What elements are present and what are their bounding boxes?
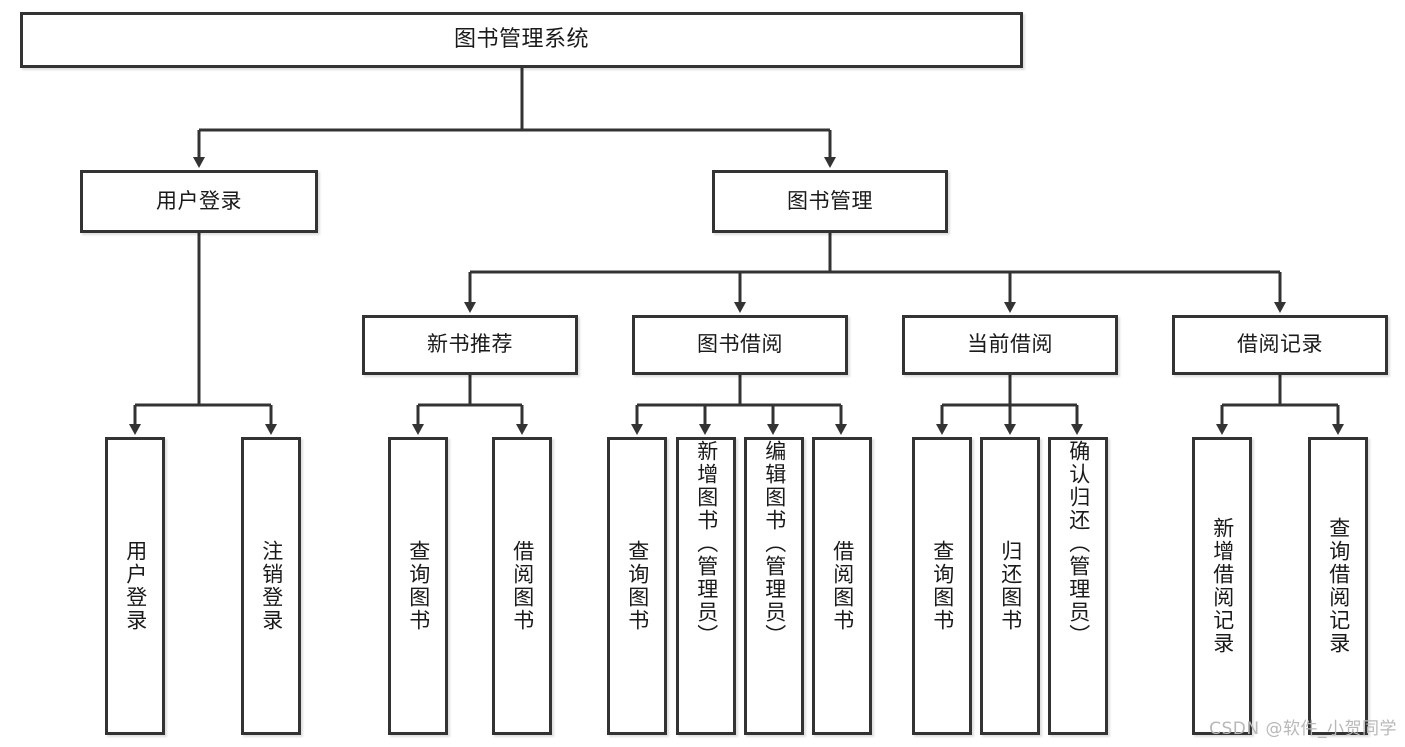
node-label: 用户登录 bbox=[123, 540, 148, 632]
node-label: 新书推荐 bbox=[427, 332, 513, 357]
node-label: 查询图书 bbox=[930, 540, 955, 632]
node-book-management[interactable]: 图书管理 bbox=[712, 170, 948, 233]
node-label: 查询图书 bbox=[406, 540, 431, 632]
node-label: 当前借阅 bbox=[967, 332, 1053, 357]
leaf-borrow-add-book-admin[interactable]: 新增图书（管理员） bbox=[676, 437, 736, 735]
node-label: 图书管理系统 bbox=[453, 26, 589, 52]
node-label: 查询图书 bbox=[625, 540, 650, 632]
leaf-borrow-query-book[interactable]: 查询图书 bbox=[607, 437, 667, 735]
leaf-current-return-book[interactable]: 归还图书 bbox=[980, 437, 1040, 735]
node-label: 注销登录 bbox=[259, 540, 284, 632]
node-label: 图书借阅 bbox=[697, 332, 783, 357]
node-label: 借阅图书 bbox=[830, 540, 855, 632]
leaf-newbook-borrow-book[interactable]: 借阅图书 bbox=[492, 437, 552, 735]
node-borrow-record[interactable]: 借阅记录 bbox=[1172, 315, 1388, 375]
node-label: 新增图书（管理员） bbox=[694, 440, 719, 647]
node-label: 借阅记录 bbox=[1237, 332, 1323, 357]
watermark-text: CSDN @软件_小贺同学 bbox=[1209, 719, 1397, 739]
node-label: 用户登录 bbox=[156, 188, 242, 213]
leaf-record-add-record[interactable]: 新增借阅记录 bbox=[1192, 437, 1252, 735]
node-label: 新增借阅记录 bbox=[1210, 517, 1235, 655]
leaf-current-query-book[interactable]: 查询图书 bbox=[912, 437, 972, 735]
node-book-borrow[interactable]: 图书借阅 bbox=[632, 315, 848, 375]
leaf-borrow-borrow-book[interactable]: 借阅图书 bbox=[812, 437, 872, 735]
node-label: 图书管理 bbox=[787, 188, 873, 213]
node-label: 确认归还（管理员） bbox=[1066, 440, 1091, 647]
leaf-logout[interactable]: 注销登录 bbox=[241, 437, 301, 735]
leaf-newbook-query-book[interactable]: 查询图书 bbox=[388, 437, 448, 735]
leaf-current-confirm-return-admin[interactable]: 确认归还（管理员） bbox=[1048, 437, 1108, 735]
node-label: 归还图书 bbox=[998, 540, 1023, 632]
node-user-login[interactable]: 用户登录 bbox=[80, 170, 318, 233]
node-new-book-recommend[interactable]: 新书推荐 bbox=[362, 315, 578, 375]
node-root-system[interactable]: 图书管理系统 bbox=[20, 12, 1023, 68]
node-label: 查询借阅记录 bbox=[1326, 517, 1351, 655]
leaf-record-query-record[interactable]: 查询借阅记录 bbox=[1308, 437, 1368, 735]
leaf-user-login[interactable]: 用户登录 bbox=[105, 437, 165, 735]
leaf-borrow-edit-book-admin[interactable]: 编辑图书（管理员） bbox=[744, 437, 804, 735]
node-label: 编辑图书（管理员） bbox=[762, 440, 787, 647]
node-label: 借阅图书 bbox=[510, 540, 535, 632]
node-current-borrow[interactable]: 当前借阅 bbox=[902, 315, 1118, 375]
